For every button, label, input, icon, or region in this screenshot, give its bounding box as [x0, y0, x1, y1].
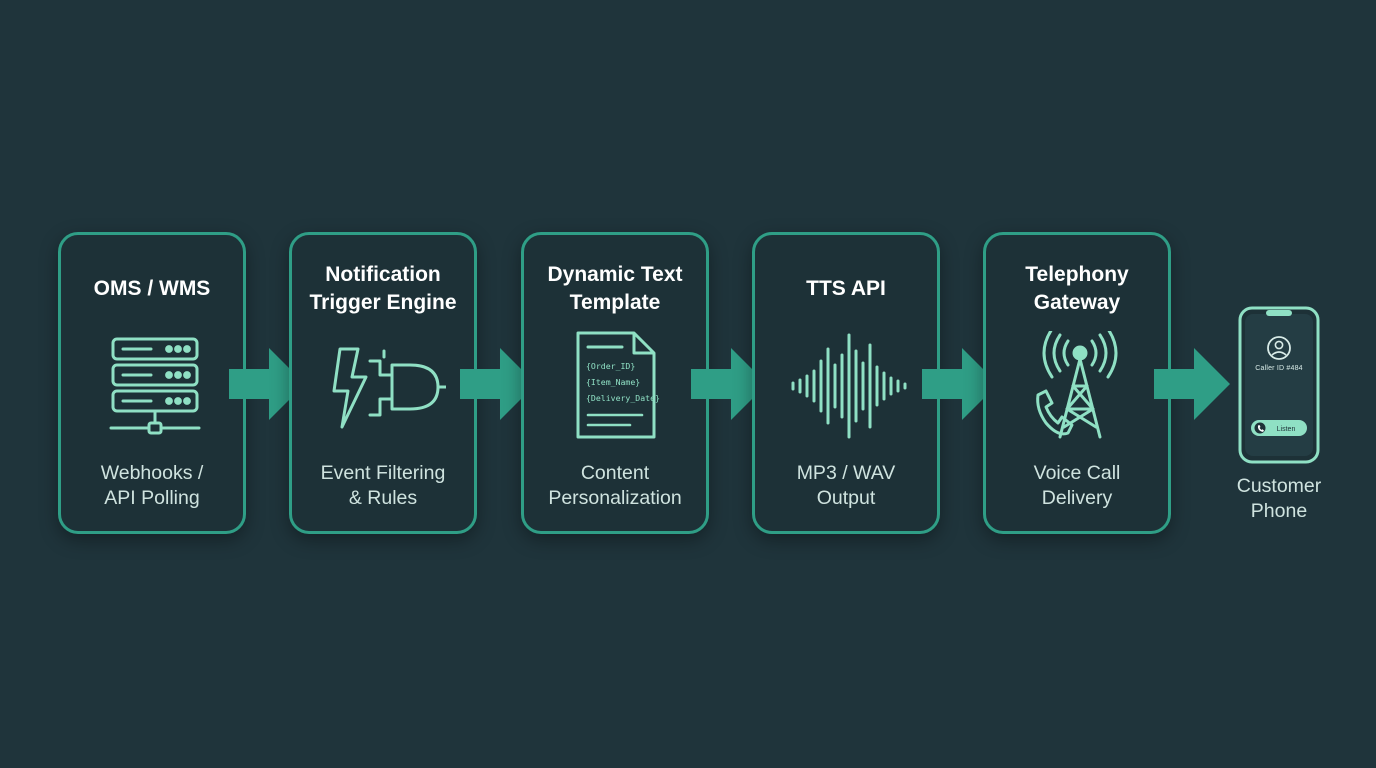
card-title: Telephony Gateway: [1025, 263, 1129, 314]
customer-phone: Caller ID #484 Listen Customer Phone: [1226, 306, 1332, 536]
flow-arrow-1: [229, 348, 305, 420]
cell-tower-phone-icon: [1036, 331, 1118, 439]
listen-button[interactable]: Listen: [1276, 426, 1296, 433]
card-desc: Webhooks / API Polling: [100, 462, 204, 509]
lightning-logic-gate-icon: [332, 347, 446, 429]
card-tts-api: TTS API MP3 / WAV Output: [752, 232, 940, 534]
card-notification-trigger-engine: Notification Trigger Engine Event Filter…: [289, 232, 477, 534]
card-oms-wms: OMS / WMS Webhooks / API Polling: [58, 232, 246, 534]
card-desc: MP3 / WAV Output: [796, 462, 896, 509]
flow-arrow-4: [922, 348, 998, 420]
card-desc: Event Filtering & Rules: [320, 462, 446, 509]
card-telephony-gateway: Telephony Gateway Voice Call Delivery: [983, 232, 1171, 534]
card-title: OMS / WMS: [93, 277, 211, 300]
flow-arrow-3: [691, 348, 767, 420]
template-field-item-name: {Item_Name}: [586, 377, 640, 387]
server-rack-icon: [109, 337, 201, 435]
flow-arrow-2: [460, 348, 536, 420]
sound-wave-icon: [791, 333, 907, 439]
card-desc: Voice Call Delivery: [1033, 462, 1121, 509]
card-title: Dynamic Text Template: [547, 263, 683, 314]
card-dynamic-text-template: Dynamic Text Template {Order_ID} {Item_N…: [521, 232, 709, 534]
card-title: Notification Trigger Engine: [309, 263, 457, 314]
card-desc: Content Personalization: [548, 462, 682, 509]
caller-id-text: Caller ID #484: [1255, 365, 1303, 372]
smartphone-icon: [1238, 306, 1320, 464]
document-template-icon: {Order_ID} {Item_Name} {Delivery_Date}: [576, 331, 660, 439]
flow-arrow-5: [1154, 348, 1230, 420]
card-title: TTS API: [806, 277, 886, 300]
template-field-order-id: {Order_ID}: [586, 361, 635, 371]
phone-label: Customer Phone: [1236, 475, 1322, 522]
template-field-delivery-date: {Delivery_Date}: [586, 393, 660, 403]
